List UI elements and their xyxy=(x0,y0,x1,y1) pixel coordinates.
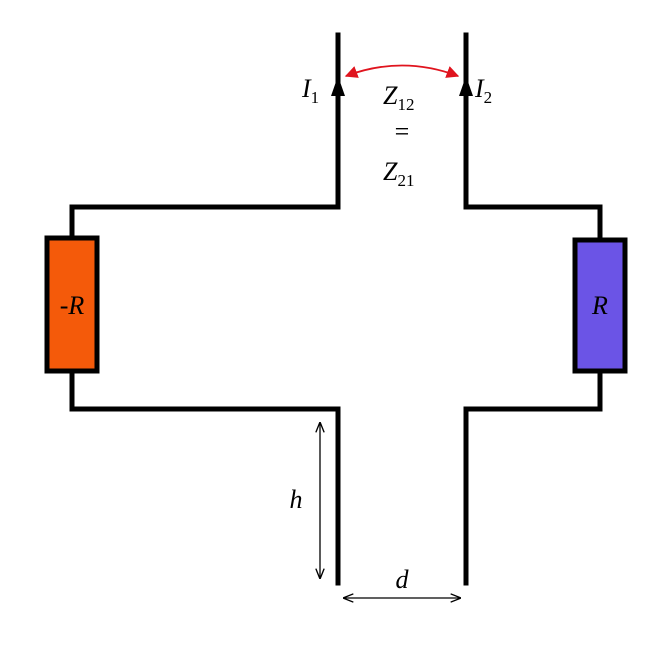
right-top-wire xyxy=(463,32,603,243)
left-bottom-wire xyxy=(69,368,341,586)
impedance-label-top: Z12 xyxy=(383,81,414,114)
current-label-left: I1 xyxy=(301,74,319,107)
separation-label: d xyxy=(396,565,410,594)
impedance-label-bottom: Z21 xyxy=(383,157,414,190)
negative-resistor xyxy=(44,235,100,374)
current-arrow-left-icon xyxy=(331,76,345,96)
right-bottom-wire xyxy=(463,368,603,586)
impedance-equals: = xyxy=(395,117,410,146)
current-label-right: I2 xyxy=(474,74,492,107)
positive-resistor-label: R xyxy=(591,291,608,320)
height-label: h xyxy=(290,485,303,514)
current-arrow-right-icon xyxy=(459,76,473,96)
negative-resistor-label: -R xyxy=(60,291,85,320)
left-top-wire xyxy=(69,32,341,241)
positive-resistor xyxy=(572,237,628,374)
mutual-coupling-arrow xyxy=(344,64,460,78)
